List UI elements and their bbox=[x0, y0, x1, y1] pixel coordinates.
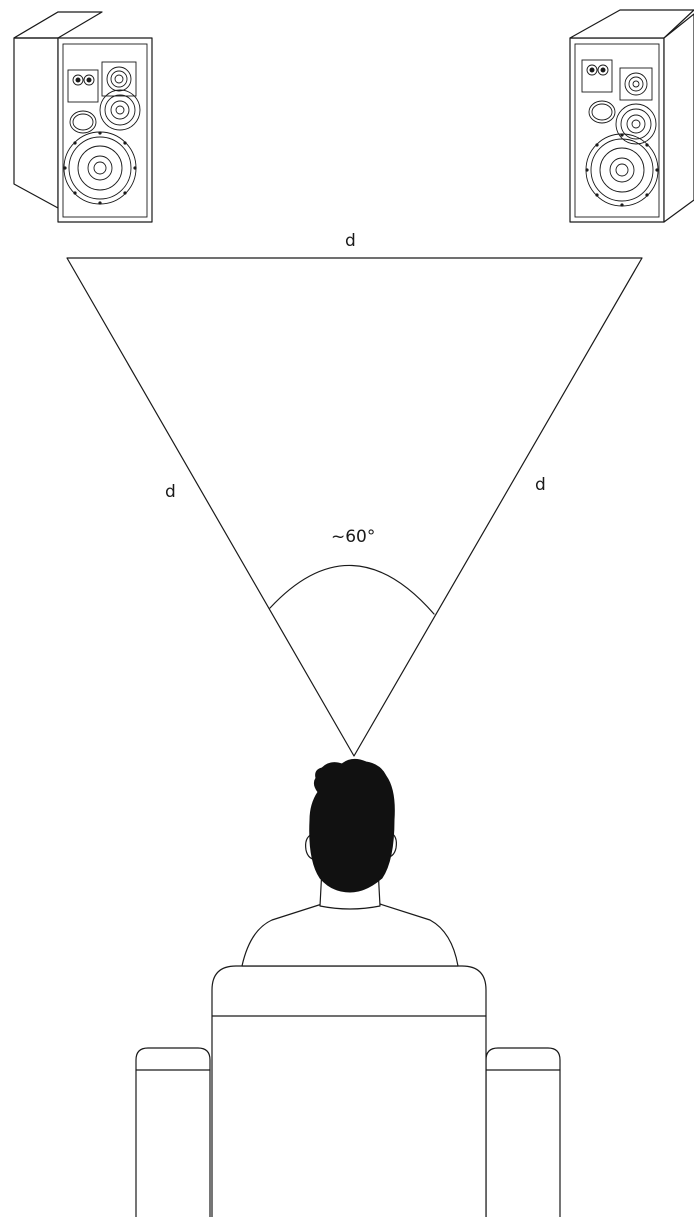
top-distance-label: d bbox=[345, 231, 356, 251]
left-distance-label: d bbox=[165, 482, 176, 502]
listening-triangle bbox=[67, 258, 642, 756]
armchair-icon bbox=[136, 966, 560, 1217]
angle-label: ~60° bbox=[331, 527, 375, 547]
listener-icon bbox=[242, 759, 458, 966]
hair-icon bbox=[310, 759, 395, 892]
right-speaker-icon bbox=[570, 10, 694, 222]
right-distance-label: d bbox=[535, 475, 546, 495]
left-speaker-icon bbox=[14, 12, 152, 222]
angle-arc bbox=[270, 565, 434, 614]
